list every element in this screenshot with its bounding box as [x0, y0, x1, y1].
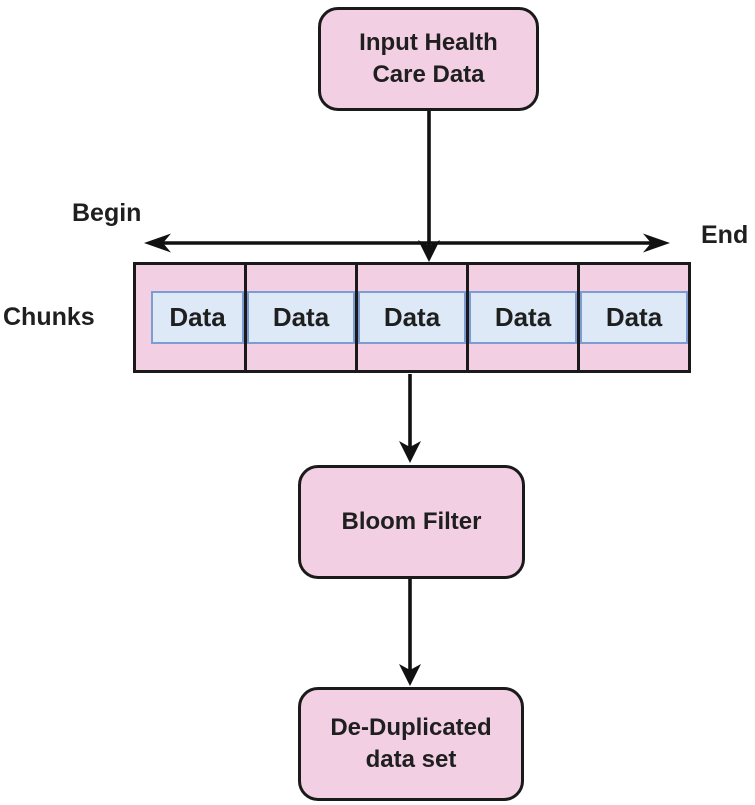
- chunk-cell: Data: [469, 265, 580, 370]
- chunk-cell: Data: [358, 265, 469, 370]
- node-deduplicated-data-set: De-Duplicated data set: [298, 687, 524, 801]
- data-box: Data: [469, 291, 577, 344]
- node-bloom-filter: Bloom Filter: [298, 465, 525, 579]
- arrow-chunks-to-bloom: [399, 374, 421, 463]
- label-end: End: [701, 221, 749, 249]
- data-box: Data: [580, 291, 688, 344]
- data-box: Data: [247, 291, 355, 344]
- data-box: Data: [358, 291, 466, 344]
- chunk-cell: Data: [247, 265, 358, 370]
- chunk-cell: Data: [136, 265, 247, 370]
- arrow-bloom-to-dedup: [399, 579, 421, 686]
- data-box: Data: [151, 291, 244, 344]
- chunk-cell: Data: [580, 265, 688, 370]
- label-chunks: Chunks: [3, 303, 95, 331]
- node-input-health-care-data: Input Health Care Data: [318, 7, 539, 111]
- arrow-begin-end: [144, 233, 670, 253]
- arrow-input-to-chunks: [418, 111, 440, 262]
- label-begin: Begin: [72, 199, 142, 227]
- chunk-row: Data Data Data Data Data: [133, 262, 691, 373]
